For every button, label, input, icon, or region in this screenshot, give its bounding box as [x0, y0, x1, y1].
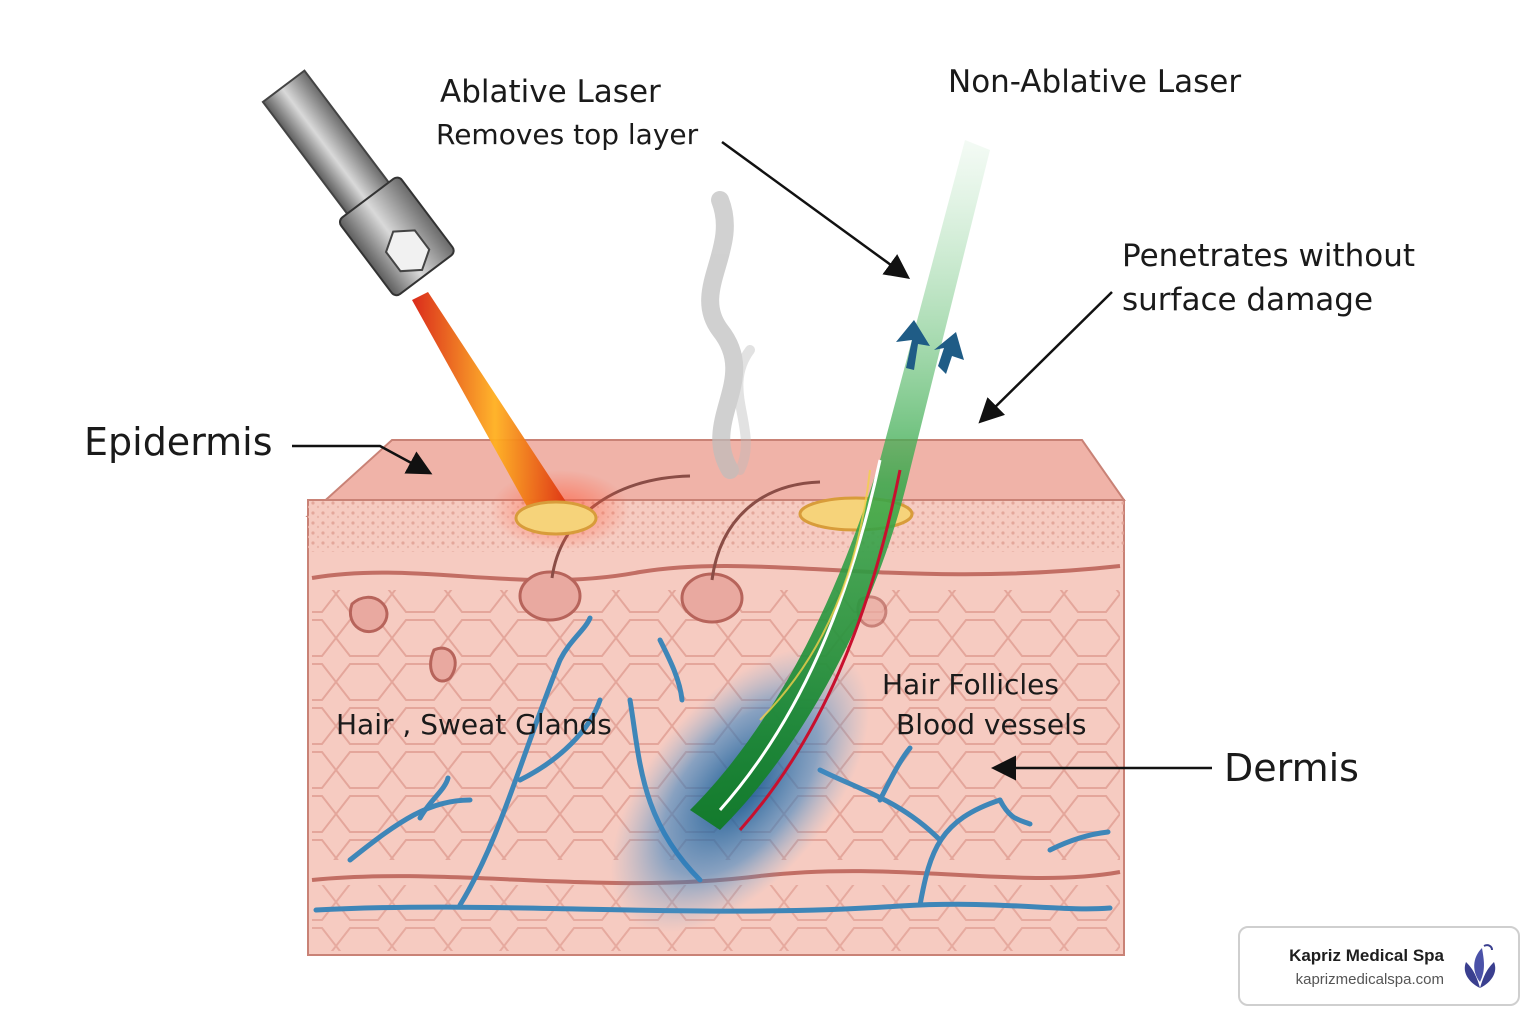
leader-arrows — [292, 140, 1212, 781]
blood-vessels-label: Blood vessels — [896, 708, 1087, 741]
dermis-label: Dermis — [1224, 746, 1359, 790]
ablative-beam — [412, 292, 630, 550]
smoke — [701, 191, 755, 479]
non-ablative-arrow — [721, 140, 911, 279]
brand-url: kaprizmedicalspa.com — [1295, 971, 1444, 988]
non-ablative-beam — [610, 140, 990, 933]
ablative-laser-subtitle: Removes top layer — [436, 118, 699, 151]
ablative-laser-title: Ablative Laser — [440, 74, 661, 110]
penetrates-label-line1: Penetrates without — [1122, 238, 1416, 274]
ablative-handpiece — [261, 69, 455, 297]
lotus-logo-icon — [1464, 944, 1496, 988]
non-ablative-laser-title: Non-Ablative Laser — [948, 64, 1242, 100]
beam-direction-arrows — [896, 320, 964, 374]
brand-name: Kapriz Medical Spa — [1289, 946, 1444, 965]
penetrates-arrow — [978, 291, 1113, 424]
brand-card: Kapriz Medical Spa kaprizmedicalspa.com — [1238, 926, 1520, 1006]
hair-sweat-glands-label: Hair , Sweat Glands — [336, 708, 612, 741]
follicles — [348, 570, 888, 683]
hair-follicles-label: Hair Follicles — [882, 668, 1059, 701]
penetrates-label-line2: surface damage — [1122, 282, 1374, 318]
epidermis-label: Epidermis — [84, 420, 273, 464]
epidermis-arrow — [292, 444, 433, 475]
